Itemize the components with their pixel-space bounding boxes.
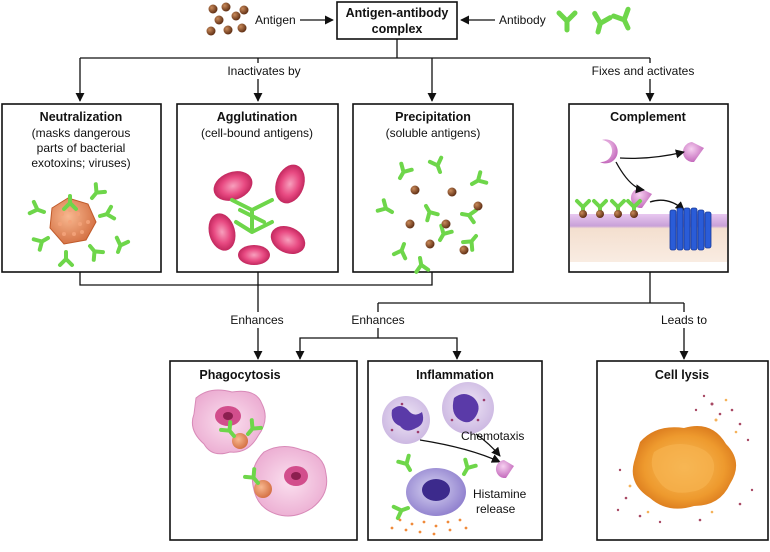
phagocytosis-box [169,360,358,541]
antibody-icons [559,9,635,34]
phagocyte-illustration [191,389,328,517]
inflammation-title: Inflammation [416,368,494,382]
lysing-cell-illustration [616,394,754,524]
leads-to-label: Leads to [661,313,707,327]
inactivates-by-label: Inactivates by [227,64,300,78]
agglutination-box [176,103,339,273]
agglutination-desc: (cell-bound antigens) [201,126,313,140]
fixes-and-activates-label: Fixes and activates [592,64,695,78]
antibody-label: Antibody [499,13,546,27]
agglutination-title: Agglutination [217,110,298,124]
lower-connectors [79,272,718,360]
inflammation-illustration [382,382,514,536]
enhances-left-label: Enhances [230,313,283,327]
cell-lysis-title: Cell lysis [655,368,709,382]
neutralization-desc-line1: (masks dangerous [32,126,131,140]
neutralization-desc-line2: parts of bacterial [37,141,126,155]
antigen-cluster-icon [206,2,249,36]
histamine-label-line2: release [476,502,516,516]
phagocytosis-title: Phagocytosis [199,368,280,382]
neutralization-desc-line3: exotoxins; viruses) [31,156,130,170]
virus-neutralization-illustration [27,182,131,267]
complement-fixation-illustration [570,139,727,262]
top-connectors [75,39,708,102]
chemotaxis-label: Chemotaxis [461,429,524,443]
histamine-label-line1: Histamine [473,487,527,501]
complex-title-line2: complex [372,22,423,36]
enhances-mid-label: Enhances [351,313,404,327]
neutralization-box [1,103,162,273]
neutralization-title: Neutralization [40,110,123,124]
precipitation-lattice-illustration [375,155,489,274]
antigen-label: Antigen [255,13,296,27]
precipitation-desc: (soluble antigens) [386,126,481,140]
precipitation-title: Precipitation [395,110,471,124]
agglutinated-rbc-illustration [208,164,306,265]
complex-title-line1: Antigen-antibody [346,6,449,20]
complement-title: Complement [610,110,687,124]
